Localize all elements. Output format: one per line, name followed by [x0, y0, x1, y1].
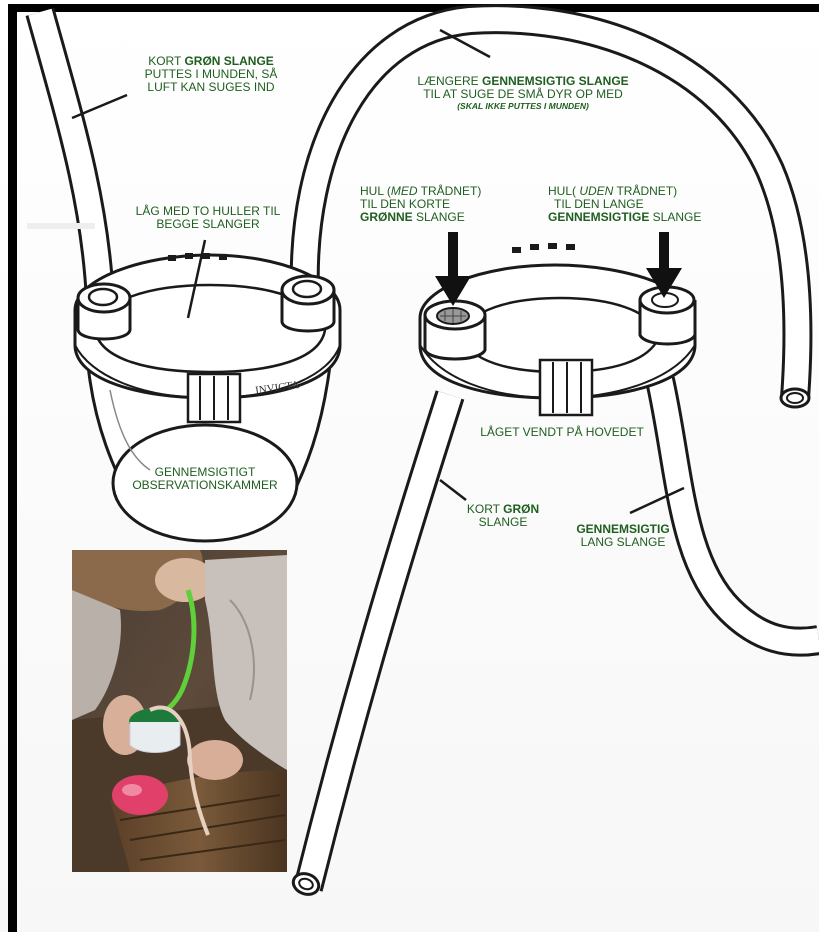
label-clear-long-tube-bottom: GENNEMSIGTIG LANG SLANGE	[568, 523, 678, 549]
label-lid-two-holes: LÅG MED TO HULLER TIL BEGGE SLANGER	[128, 205, 288, 231]
photo-child-using-pooter	[72, 550, 287, 872]
label-short-green-tube: KORT GRØN SLANGE PUTTES I MUNDEN, SÅ LUF…	[136, 55, 286, 94]
label-hole-without-mesh: HUL( UDEN TRÅDNET) TIL DEN LANGE GENNEMS…	[548, 185, 718, 224]
hole-without-mesh	[640, 287, 695, 344]
left-lid-socket-long	[282, 276, 334, 331]
page-border-top	[8, 4, 819, 12]
label-long-clear-tube: LÆNGERE GENNEMSIGTIG SLANGE TIL AT SUGE …	[403, 75, 643, 111]
label-observation-chamber: GENNEMSIGTIGT OBSERVATIONSKAMMER	[120, 466, 290, 492]
label-hole-with-mesh: HUL (MED TRÅDNET) TIL DEN KORTE GRØNNE S…	[360, 185, 480, 224]
label-lid-upside-down: LÅGET VENDT PÅ HOVEDET	[472, 426, 652, 439]
left-lid-socket-short	[78, 284, 130, 339]
label-short-green-tube-bottom: KORT GRØN SLANGE	[458, 503, 548, 529]
hole-with-mesh	[425, 301, 485, 359]
page-border-left	[8, 4, 17, 932]
